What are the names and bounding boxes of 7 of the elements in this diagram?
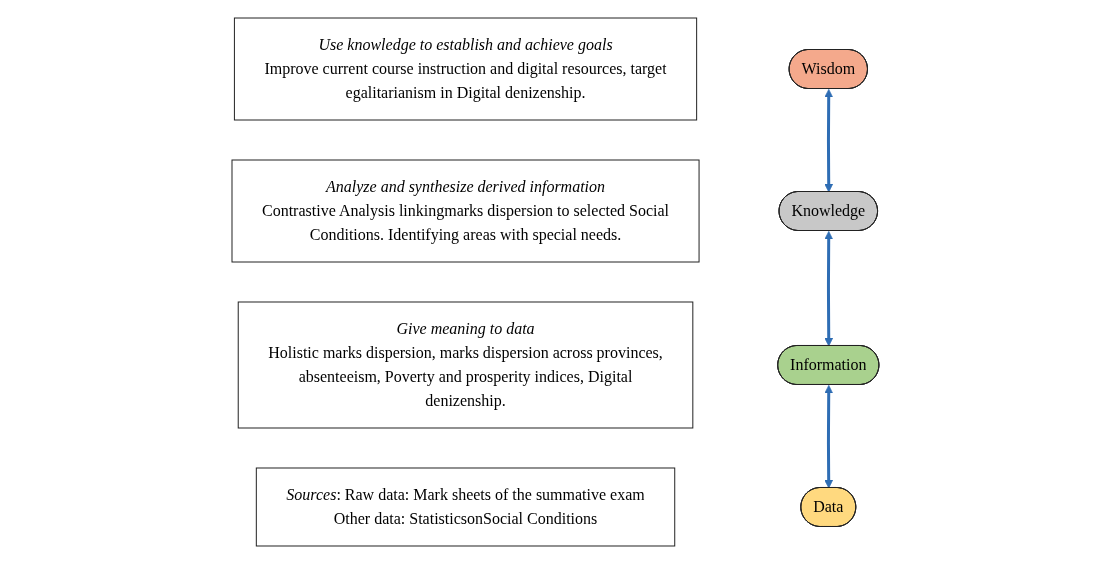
- node-box: Use knowledge to establish and achieve goals Improve current course instruction and digital resources, target egalitarianism in Digital denizenship.: [234, 17, 698, 121]
- node-box: Analyze and synthesize derived information Contrastive Analysis linkingmarks dispersion to selected Social Conditions. Identifying areas with special needs.: [231, 159, 700, 263]
- arrow: [824, 231, 834, 347]
- node-box: Sources: Raw data: Mark sheets of the summative exam Other data: StatisticsonSocial Conditions: [255, 467, 676, 547]
- arrow: [824, 89, 834, 193]
- arrow: [824, 385, 834, 489]
- node-box: Give meaning to data Holistic marks dispersion, marks dispersion across provinces, absenteeism, Poverty and prosperity indices, Digital denizenship.: [237, 301, 694, 429]
